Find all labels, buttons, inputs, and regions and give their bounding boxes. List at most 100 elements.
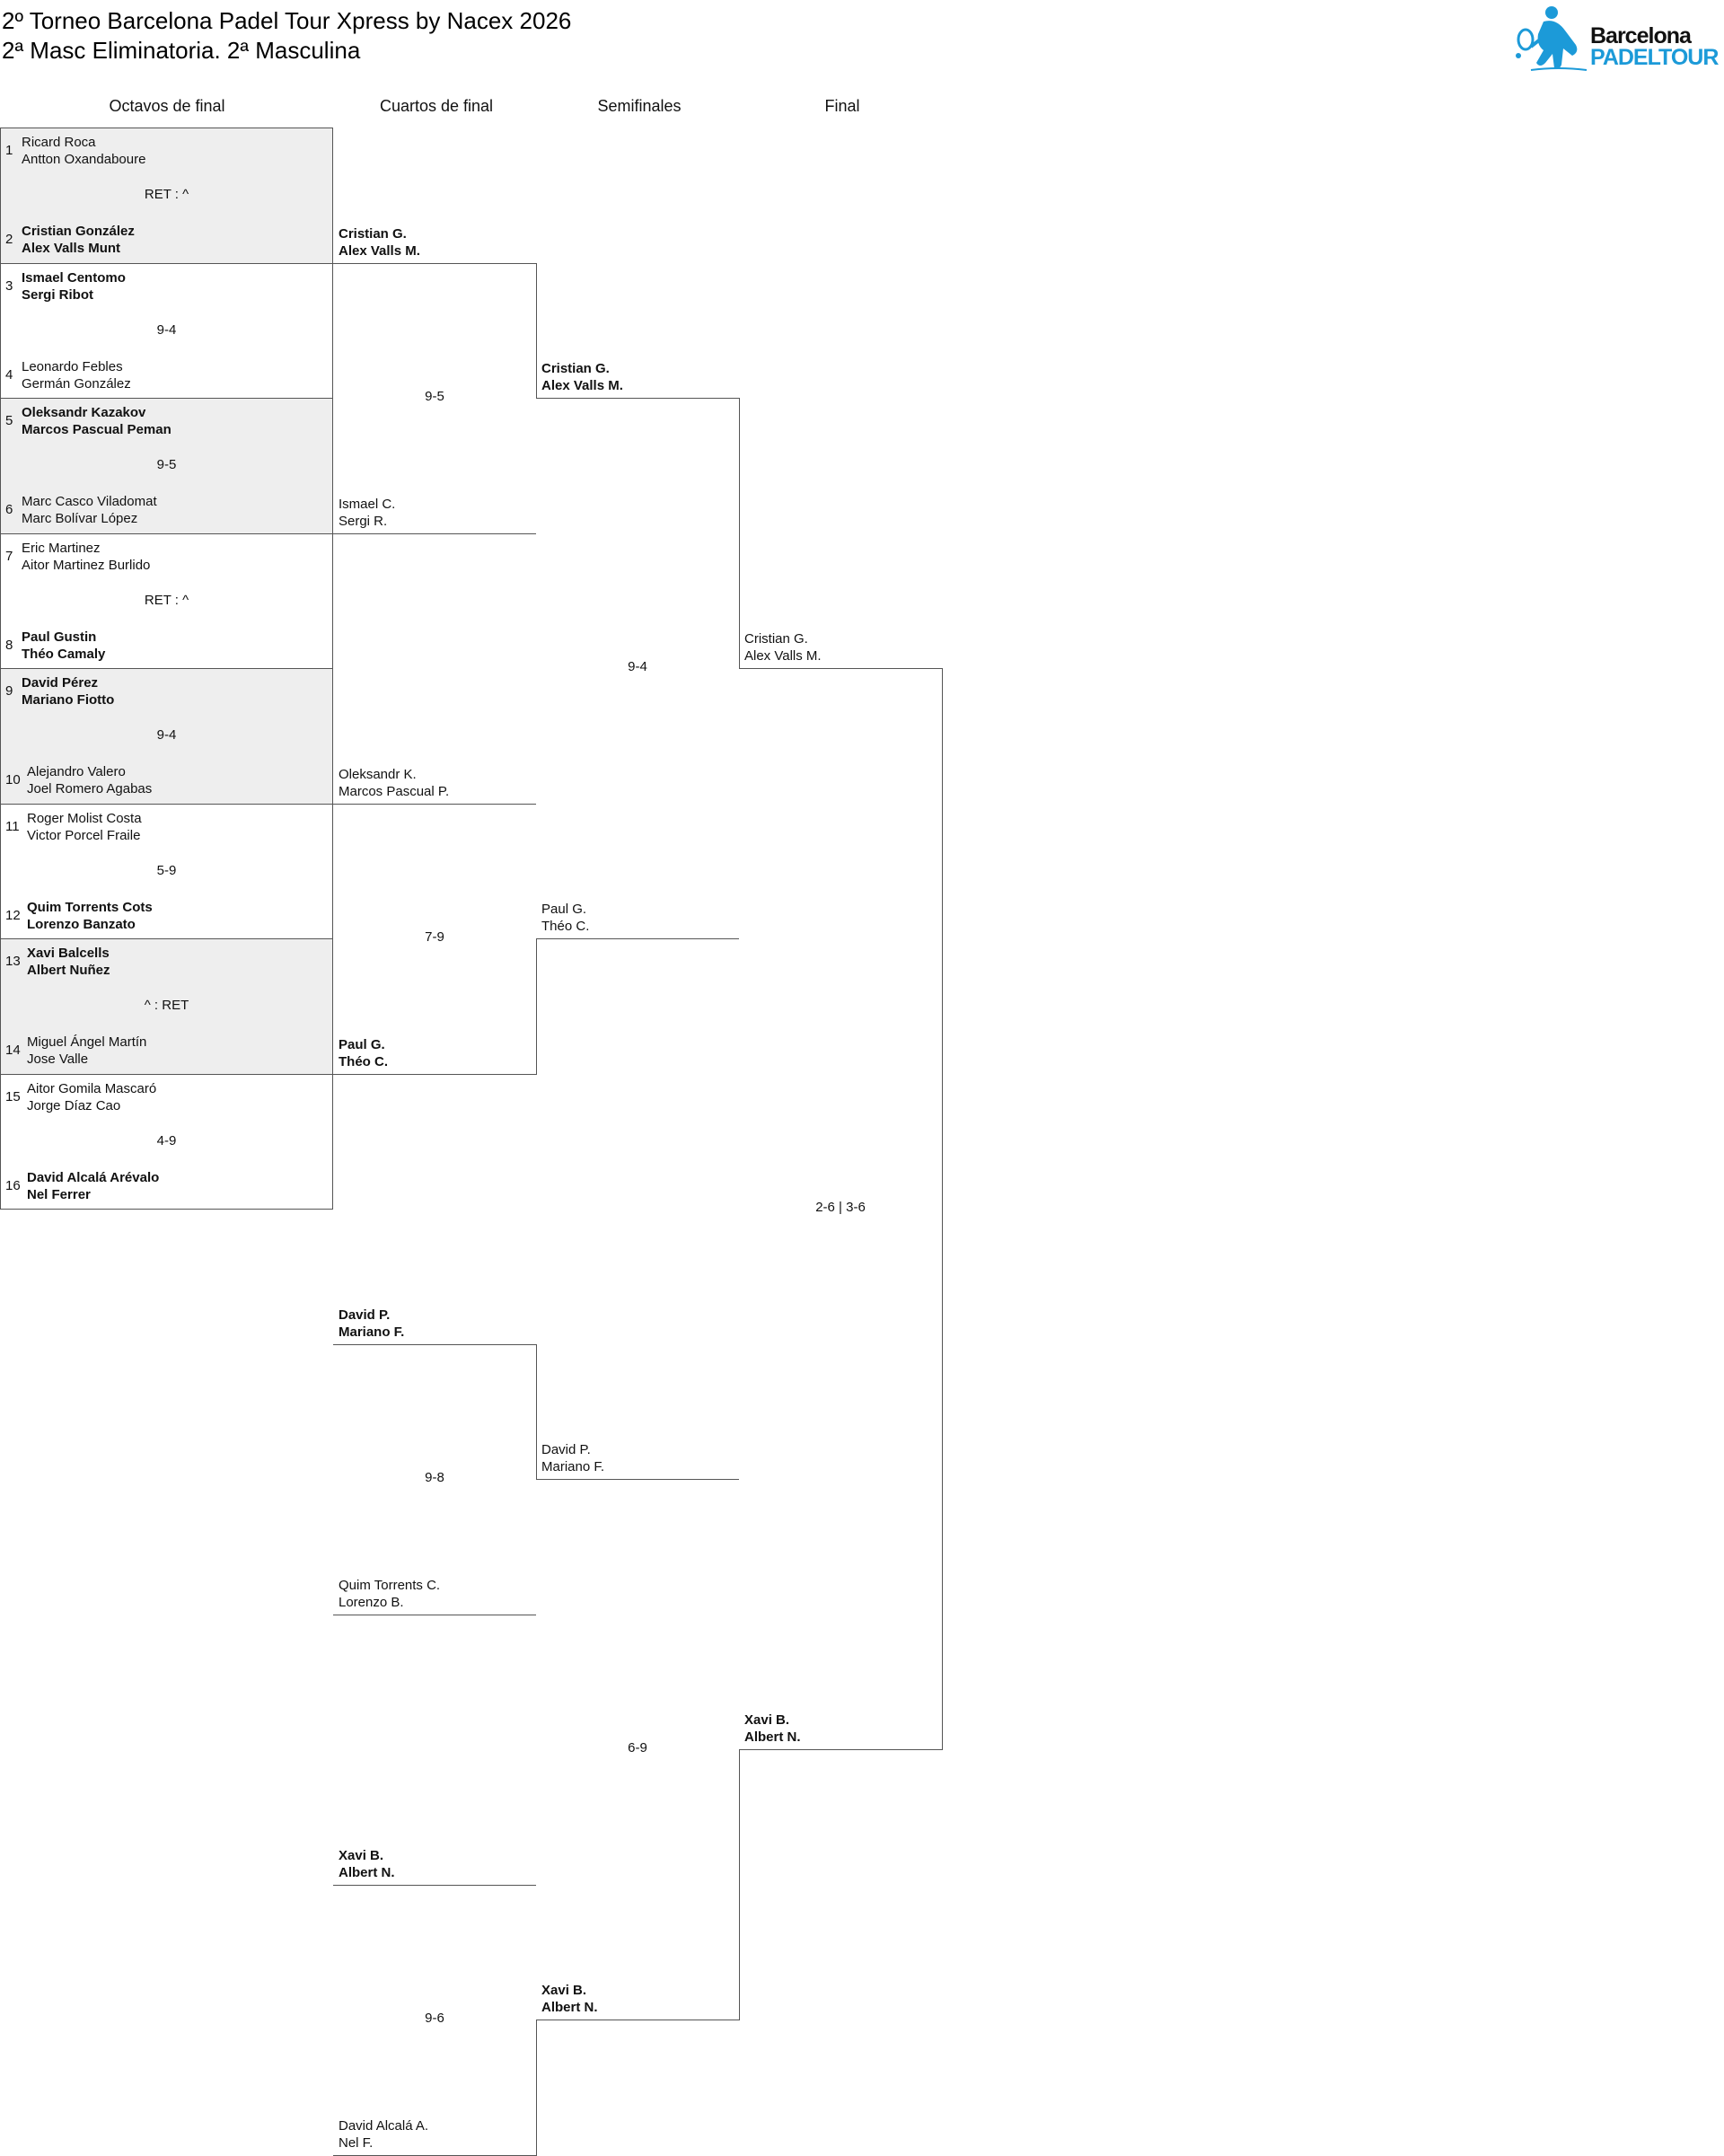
round-title-final: Final: [824, 97, 860, 115]
team-name: Théo Camaly: [22, 646, 106, 662]
match-score: 9-6: [425, 2011, 444, 2026]
team-name: Jorge Díaz Cao: [27, 1097, 121, 1113]
team-name: Oleksandr K.: [339, 766, 417, 782]
r16-match: [0, 128, 333, 264]
r16-match: [0, 938, 333, 1075]
team-name: Paul G.: [541, 902, 587, 917]
team-name: Albert N.: [541, 2000, 598, 2015]
seed-number: 15: [5, 1088, 21, 1104]
team-name: Cristian G.: [339, 225, 407, 242]
r16-match: [0, 668, 333, 805]
team-name: Mariano Fiotto: [22, 692, 115, 708]
match-score: 2-6 | 3-6: [815, 1200, 866, 1215]
team-name: Alex Valls M.: [744, 648, 822, 664]
team-name: Xavi B.: [541, 1983, 587, 1998]
round-title-semifinales: Semifinales: [597, 97, 682, 115]
team-name: David Alcalá Arévalo: [27, 1169, 160, 1185]
match-score: 4-9: [156, 1132, 177, 1148]
team-name: David P.: [339, 1307, 391, 1323]
team-name: Sergi R.: [339, 513, 388, 529]
seed-number: 4: [5, 366, 13, 383]
seed-number: 16: [5, 1177, 21, 1193]
match-score: 9-4: [628, 659, 647, 674]
team-name: Marcos Pascual P.: [339, 783, 450, 799]
seed-number: 11: [5, 818, 20, 834]
bracket-connector: [536, 398, 740, 939]
team-name: Sergi Ribot: [22, 286, 94, 303]
round-title-octavos: Octavos de final: [109, 97, 225, 115]
match-score: 9-8: [425, 1470, 444, 1485]
match-score: 6-9: [628, 1740, 647, 1756]
team-name: Ismael C.: [339, 496, 396, 512]
team-name: David P.: [541, 1442, 591, 1457]
match-score: 7-9: [425, 929, 444, 945]
seed-number: 2: [5, 232, 13, 247]
team-name: Nel F.: [339, 2134, 374, 2151]
team-name: Cristian G.: [541, 361, 610, 376]
team-name: Marc Casco Viladomat: [22, 494, 157, 509]
team-name: Nel Ferrer: [27, 1186, 91, 1202]
seed-number: 5: [5, 413, 13, 428]
team-name: Paul G.: [339, 1036, 385, 1052]
team-name: Alex Valls M.: [541, 378, 623, 393]
team-name: Paul Gustin: [22, 629, 97, 645]
team-name: Ricard Roca: [22, 135, 96, 150]
team-name: Leonardo Febles: [22, 358, 123, 374]
team-name: Victor Porcel Fraile: [27, 827, 141, 843]
seed-number: 10: [5, 772, 21, 788]
team-name: Antton Oxandaboure: [22, 152, 146, 167]
team-name: Marcos Pascual Peman: [22, 422, 172, 437]
seed-number: 8: [5, 637, 13, 653]
round-title-cuartos: Cuartos de final: [379, 97, 494, 115]
r16-match: [0, 398, 333, 534]
padel-player-icon: [1516, 6, 1588, 71]
team-name: Xavi Balcells: [27, 946, 110, 961]
match-score: 9-4: [156, 727, 177, 743]
match-score: 9-4: [156, 321, 177, 338]
bracket-connector: [333, 262, 537, 534]
seed-number: 12: [5, 907, 21, 923]
team-name: Alejandro Valero: [27, 764, 126, 779]
seed-number: 7: [5, 548, 13, 564]
team-name: Marc Bolívar López: [22, 511, 138, 526]
team-name: Eric Martinez: [22, 540, 101, 556]
seed-number: 1: [5, 143, 13, 158]
team-name: Joel Romero Agabas: [27, 781, 153, 796]
team-name: Quim Torrents Cots: [27, 899, 153, 915]
team-name: Aitor Gomila Mascaró: [27, 1080, 157, 1096]
bracket-connector: [333, 803, 537, 1075]
team-name: Albert N.: [744, 1729, 801, 1745]
team-name: Ismael Centomo: [22, 269, 126, 286]
team-name: Quim Torrents C.: [339, 1577, 441, 1593]
r16-match: [0, 1073, 333, 1210]
team-name: Albert N.: [339, 1864, 395, 1880]
team-name: Oleksandr Kazakov: [22, 405, 146, 420]
match-score: RET : ^: [144, 592, 189, 608]
team-name: Théo C.: [339, 1053, 388, 1069]
team-name: Aitor Martinez Burlido: [22, 557, 151, 573]
seed-number: 9: [5, 683, 13, 699]
match-score: 5-9: [156, 862, 177, 878]
team-name: Théo C.: [541, 919, 590, 934]
team-name: Alex Valls Munt: [22, 241, 121, 256]
match-score: 9-5: [425, 389, 444, 404]
match-score: ^ : RET: [144, 998, 189, 1013]
tournament-title: 2º Torneo Barcelona Padel Tour Xpress by…: [2, 7, 572, 34]
team-name: David Pérez: [22, 675, 99, 691]
logo-text-padeltour: PADELTOUR: [1590, 45, 1719, 70]
team-name: Alex Valls M.: [339, 242, 420, 259]
team-name: Miguel Ángel Martín: [27, 1034, 147, 1050]
team-name: Germán González: [22, 375, 131, 392]
seed-number: 13: [5, 954, 21, 969]
seed-number: 14: [5, 1043, 21, 1058]
team-name: David Alcalá A.: [339, 2117, 429, 2134]
team-name: Mariano F.: [339, 1324, 405, 1340]
team-name: Jose Valle: [27, 1052, 89, 1067]
seed-number: 3: [5, 277, 13, 294]
team-name: Lorenzo Banzato: [27, 916, 136, 932]
team-name: Xavi B.: [339, 1847, 384, 1863]
team-name: Cristian G.: [744, 631, 808, 647]
logo-text-barcelona: Barcelona: [1590, 23, 1692, 48]
team-name: Mariano F.: [541, 1459, 605, 1474]
draw-subtitle: 2ª Masc Eliminatoria. 2ª Masculina: [2, 37, 361, 64]
